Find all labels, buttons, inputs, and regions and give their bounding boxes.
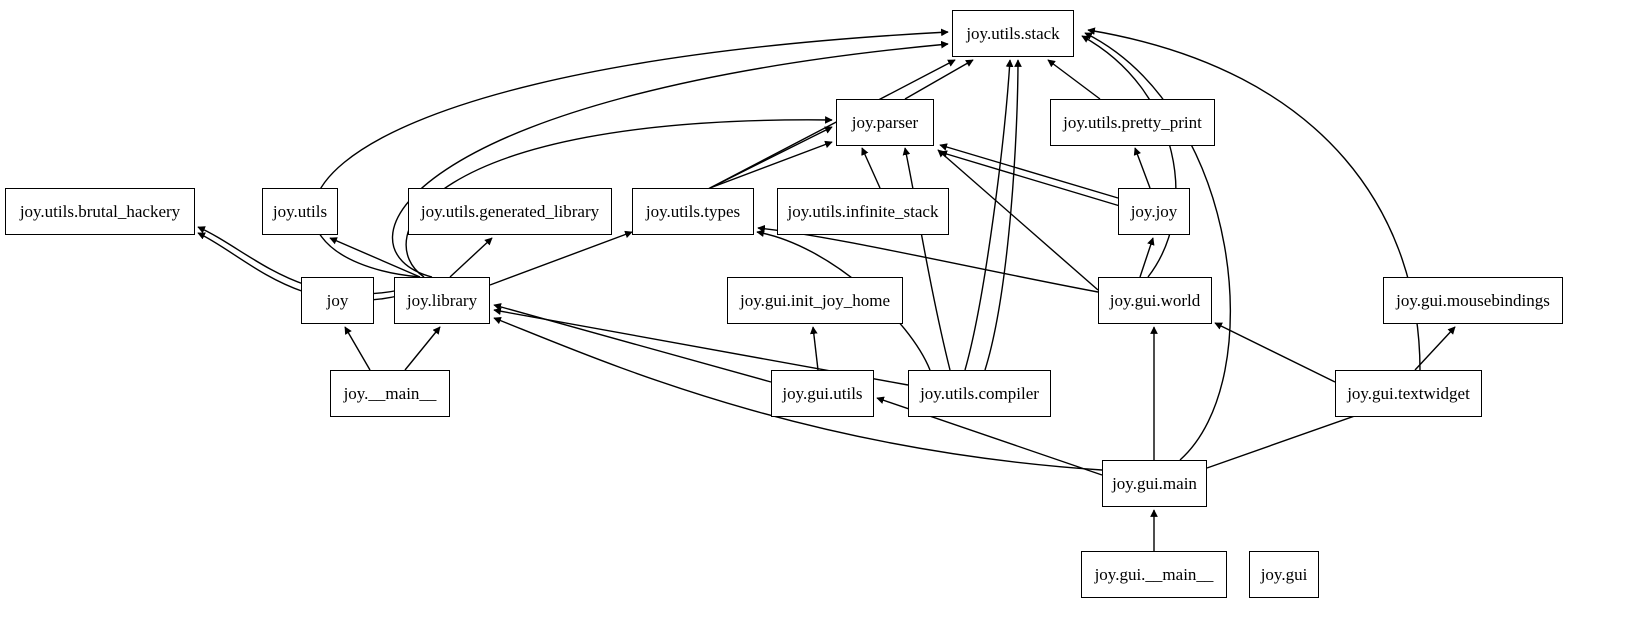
graph-node-joy-utils-generated-library[interactable]: joy.utils.generated_library xyxy=(408,188,612,235)
graph-edge xyxy=(489,230,633,286)
graph-node-joy-joy[interactable]: joy.joy xyxy=(1118,188,1190,235)
graph-node-joy-parser[interactable]: joy.parser xyxy=(836,99,934,146)
graph-edge xyxy=(939,150,1121,207)
graph-node-label: joy.gui.__main__ xyxy=(1094,565,1214,584)
graph-edge xyxy=(449,237,493,278)
graph-node-joy-gui-mousebindings[interactable]: joy.gui.mousebindings xyxy=(1383,277,1563,324)
graph-node-joy-gui-main-[interactable]: joy.gui.__main__ xyxy=(1081,551,1227,598)
graph-node-label: joy.gui.utils xyxy=(782,384,863,403)
graph-edge xyxy=(344,326,371,371)
graph-edge xyxy=(329,237,421,278)
graph-node-label: joy xyxy=(326,291,349,310)
graph-edge xyxy=(1081,35,1177,278)
graph-node-label: joy.utils.pretty_print xyxy=(1063,113,1202,132)
graph-edge xyxy=(939,143,1119,199)
graph-edge xyxy=(404,326,441,371)
graph-node-joy-utils-stack[interactable]: joy.utils.stack xyxy=(952,10,1074,57)
graph-node-joy-utils-pretty-print[interactable]: joy.utils.pretty_print xyxy=(1050,99,1215,146)
graph-node-label: joy.utils.compiler xyxy=(920,384,1039,403)
graph-node-joy-gui-utils[interactable]: joy.gui.utils xyxy=(771,370,874,417)
graph-node-label: joy.gui.init_joy_home xyxy=(739,291,890,310)
graph-edge xyxy=(861,147,881,189)
graph-node-joy-utils-types[interactable]: joy.utils.types xyxy=(632,188,754,235)
graph-node-joy-utils[interactable]: joy.utils xyxy=(262,188,338,235)
graph-edge xyxy=(709,59,956,189)
graph-node-joy[interactable]: joy xyxy=(301,277,374,324)
graph-node-joy-utils-brutal-hackery[interactable]: joy.utils.brutal_hackery xyxy=(5,188,195,235)
graph-node-label: joy.utils.infinite_stack xyxy=(787,202,939,221)
graph-node-label: joy.joy xyxy=(1130,202,1178,221)
graph-edge xyxy=(405,116,833,278)
graph-node-label: joy.utils.stack xyxy=(966,24,1060,43)
graph-edge xyxy=(699,126,833,194)
graph-edge xyxy=(1139,237,1155,278)
graph-node-joy-library[interactable]: joy.library xyxy=(394,277,490,324)
graph-node-joy-gui-world[interactable]: joy.gui.world xyxy=(1098,277,1212,324)
graph-node-joy-utils-compiler[interactable]: joy.utils.compiler xyxy=(908,370,1051,417)
graph-edge xyxy=(964,59,1014,371)
graph-node-label: joy.parser xyxy=(851,113,919,132)
graph-edge xyxy=(809,326,819,371)
graph-edge xyxy=(1133,147,1151,189)
graph-node-label: joy.gui.world xyxy=(1109,291,1201,310)
graph-node-label: joy.__main__ xyxy=(343,384,437,403)
graph-node-label: joy.gui xyxy=(1260,565,1308,584)
graph-node-joy-main-[interactable]: joy.__main__ xyxy=(330,370,450,417)
graph-node-label: joy.utils.types xyxy=(645,202,741,221)
graph-node-label: joy.utils.brutal_hackery xyxy=(19,202,181,221)
graph-node-joy-gui-main[interactable]: joy.gui.main xyxy=(1102,460,1207,507)
graph-node-joy-gui-init-joy-home[interactable]: joy.gui.init_joy_home xyxy=(727,277,903,324)
graph-edge xyxy=(709,140,833,189)
graph-edge xyxy=(1084,32,1232,461)
graph-node-label: joy.gui.textwidget xyxy=(1347,384,1470,403)
graph-node-label: joy.utils xyxy=(272,202,328,221)
graph-node-label: joy.gui.mousebindings xyxy=(1396,291,1550,310)
graph-edge xyxy=(1047,59,1101,100)
graph-edge xyxy=(391,40,949,278)
graph-edge xyxy=(937,149,1099,291)
graph-edge xyxy=(902,147,951,371)
graph-edge xyxy=(1414,326,1456,371)
graph-node-joy-gui[interactable]: joy.gui xyxy=(1249,551,1319,598)
graph-node-label: joy.utils.generated_library xyxy=(420,202,600,221)
graph-edge xyxy=(312,28,949,278)
graph-edge xyxy=(984,59,1022,371)
graph-node-joy-gui-textwidget[interactable]: joy.gui.textwidget xyxy=(1335,370,1482,417)
graph-node-joy-utils-infinite-stack[interactable]: joy.utils.infinite_stack xyxy=(777,188,949,235)
graph-edge xyxy=(493,316,1103,471)
graph-node-label: joy.library xyxy=(406,291,478,310)
graph-edge xyxy=(1214,322,1336,383)
graph-edge xyxy=(904,59,974,100)
graph-node-label: joy.gui.main xyxy=(1112,474,1197,493)
